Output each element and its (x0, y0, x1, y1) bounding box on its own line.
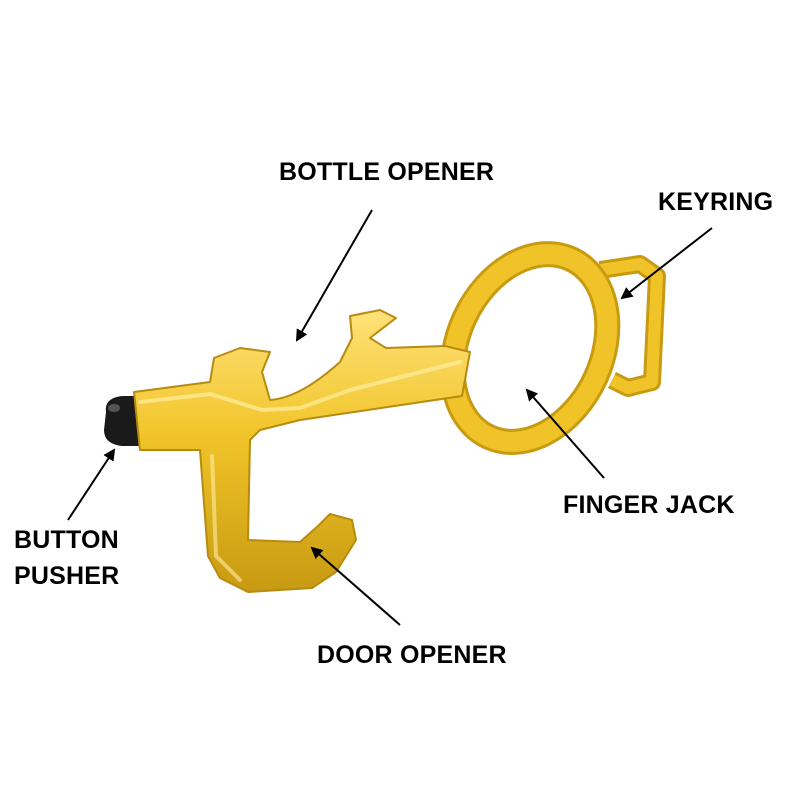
arrow-button-pusher (67, 448, 116, 521)
arrow-door-opener (310, 546, 401, 626)
label-button-pusher-line-1: BUTTON (14, 526, 119, 554)
finger-jack-ring (439, 241, 621, 455)
label-finger-jack: FINGER JACK (563, 491, 735, 519)
label-keyring: KEYRING (658, 188, 774, 216)
stylus-tip (104, 396, 140, 446)
keyring-loop (598, 255, 666, 397)
arrow-keyring (620, 227, 713, 300)
arrow-finger-jack (525, 388, 605, 479)
arrows (67, 209, 713, 626)
label-door-opener: DOOR OPENER (317, 641, 507, 669)
label-button-pusher-line-2: PUSHER (14, 562, 120, 590)
tool-body (133, 309, 471, 593)
arrow-bottle-opener (296, 209, 373, 342)
label-bottle-opener: BOTTLE OPENER (279, 158, 495, 186)
label-button-pusher: BUTTON PUSHER (14, 522, 119, 594)
